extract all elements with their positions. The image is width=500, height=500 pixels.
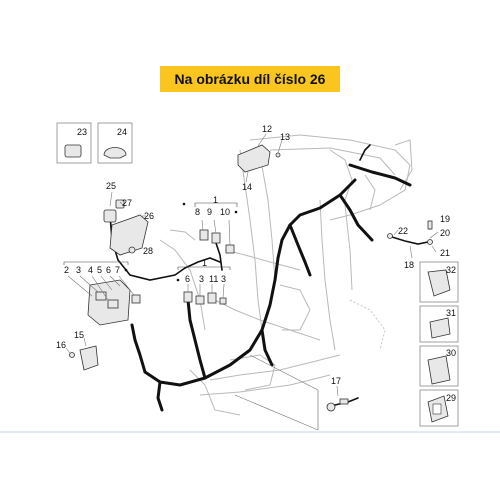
ecu-group-25-28: 25 27 26 28 xyxy=(103,181,154,256)
scooter-frame xyxy=(159,134,413,416)
svg-text:28: 28 xyxy=(143,246,153,256)
svg-text:11: 11 xyxy=(209,274,218,284)
svg-text:20: 20 xyxy=(440,228,450,238)
svg-text:29: 29 xyxy=(446,393,456,403)
svg-text:22: 22 xyxy=(398,226,408,236)
svg-text:21: 21 xyxy=(440,248,450,258)
svg-text:16: 16 xyxy=(56,340,66,350)
inset-17: 17 xyxy=(234,354,359,431)
inset-29: 29 xyxy=(419,389,459,427)
svg-text:3: 3 xyxy=(199,274,204,284)
svg-text:32: 32 xyxy=(446,265,456,275)
svg-text:1: 1 xyxy=(213,195,218,205)
connector-group-2-7: 2 3 4 5 6 7 xyxy=(63,261,141,326)
svg-text:17: 17 xyxy=(331,376,341,386)
svg-text:27: 27 xyxy=(122,198,132,208)
svg-text:2: 2 xyxy=(64,265,69,275)
svg-text:23: 23 xyxy=(77,127,87,137)
svg-text:8: 8 xyxy=(195,207,200,217)
svg-text:26: 26 xyxy=(144,211,154,221)
inset-24: 24 xyxy=(97,122,133,164)
svg-text:14: 14 xyxy=(242,182,252,192)
svg-text:3: 3 xyxy=(221,274,226,284)
svg-text:10: 10 xyxy=(220,207,230,217)
svg-text:19: 19 xyxy=(440,214,450,224)
svg-text:4: 4 xyxy=(88,265,93,275)
sensor-parts-15-16: 15 16 xyxy=(56,330,99,371)
connector-group-3-11: 1 6 3 11 3 xyxy=(176,258,231,305)
svg-text:31: 31 xyxy=(446,308,456,318)
svg-text:18: 18 xyxy=(404,260,414,270)
svg-text:6: 6 xyxy=(185,274,190,284)
svg-text:12: 12 xyxy=(262,124,272,134)
inset-31: 31 xyxy=(419,305,459,343)
svg-text:13: 13 xyxy=(280,132,290,142)
fuse-group-1-10: 1 8 9 10 xyxy=(182,195,238,254)
svg-text:1: 1 xyxy=(202,258,207,268)
svg-text:3: 3 xyxy=(76,265,81,275)
main-harness xyxy=(130,163,412,412)
cable-parts-18-22: 22 19 20 21 18 xyxy=(387,214,450,270)
svg-text:24: 24 xyxy=(117,127,127,137)
svg-text:6: 6 xyxy=(106,265,111,275)
bracket-parts-12-14: 12 13 14 xyxy=(237,124,290,192)
svg-text:25: 25 xyxy=(106,181,116,191)
svg-text:9: 9 xyxy=(207,207,212,217)
svg-text:15: 15 xyxy=(74,330,84,340)
inset-32: 32 xyxy=(419,261,459,303)
svg-text:7: 7 xyxy=(115,265,120,275)
svg-text:30: 30 xyxy=(446,348,456,358)
inset-23: 23 xyxy=(56,122,92,164)
part-number-banner: Na obrázku díl číslo 26 xyxy=(160,66,340,92)
inset-30: 30 xyxy=(419,345,459,387)
svg-text:5: 5 xyxy=(97,265,102,275)
